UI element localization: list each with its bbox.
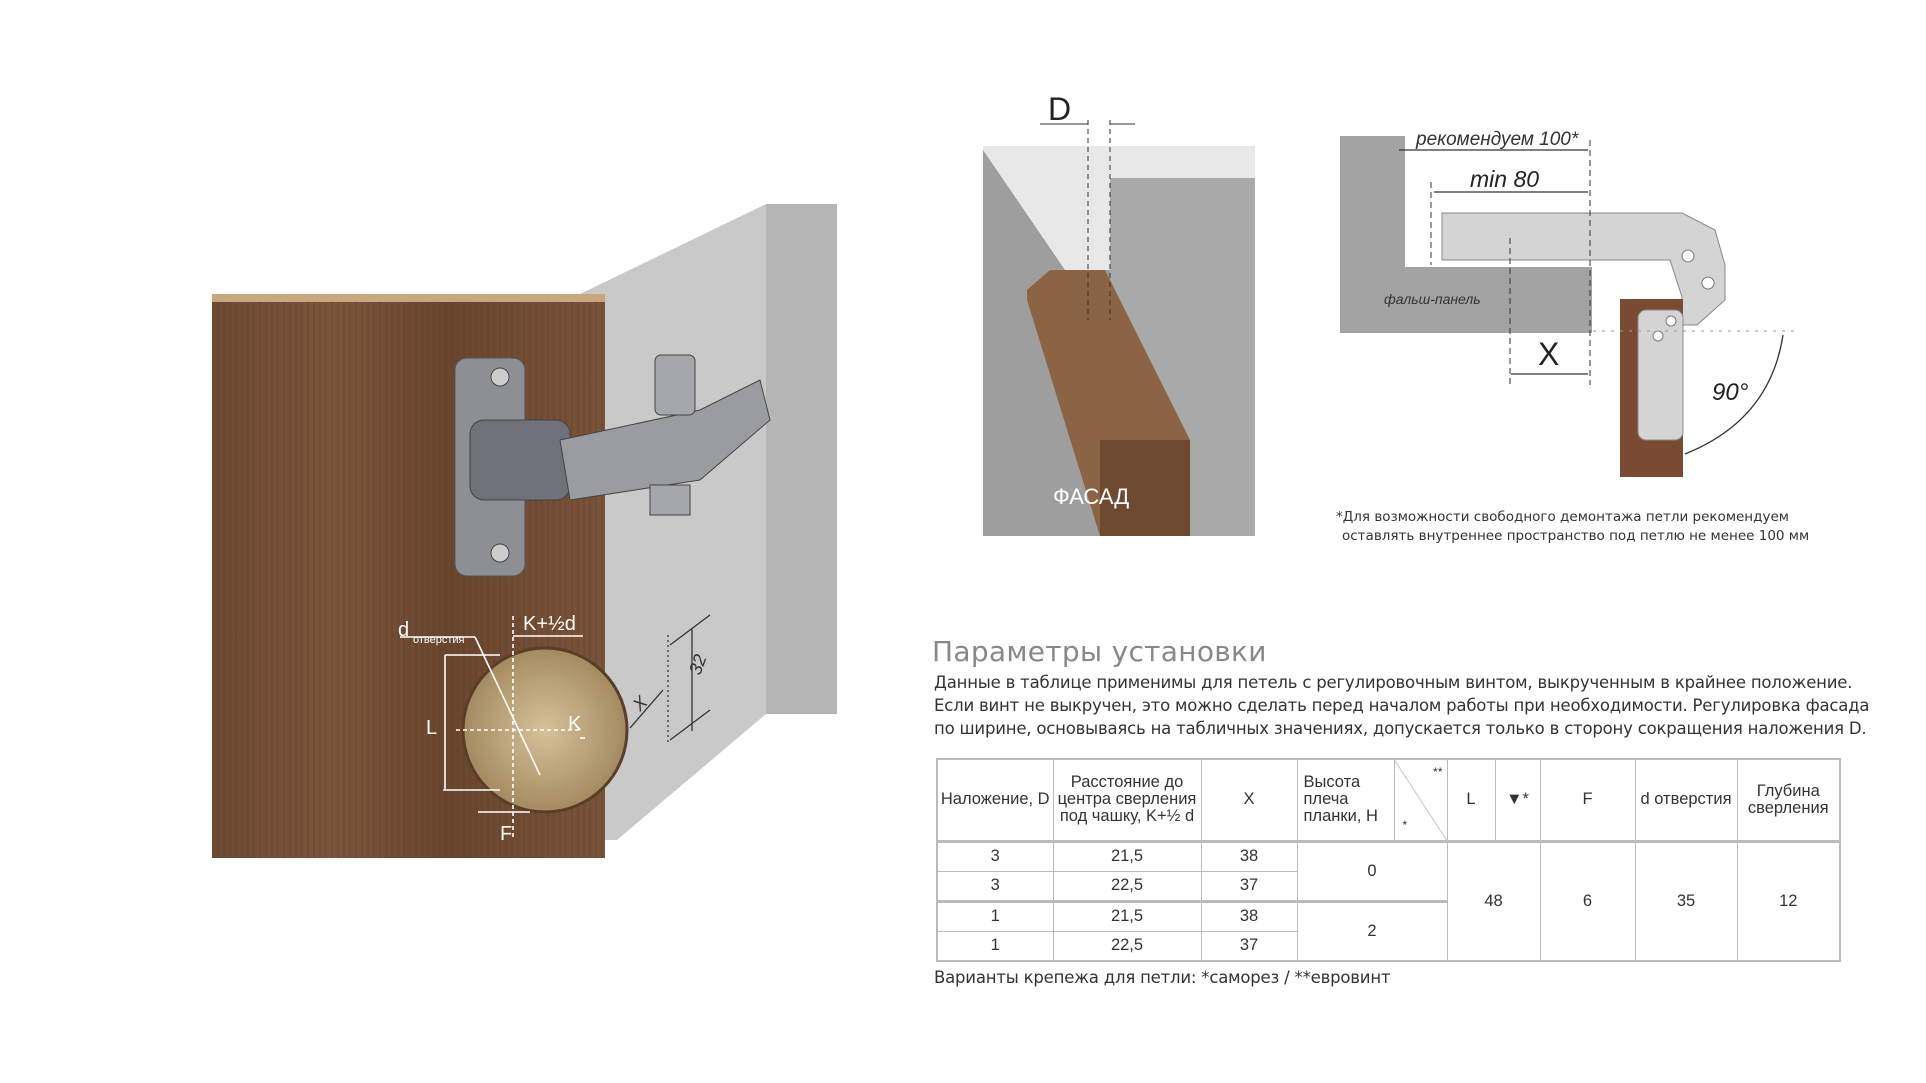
header-l: L (1446, 758, 1496, 843)
table-row: 3 21,5 38 0 48 6 35 12 (936, 840, 1841, 962)
cell-x: 38 (1200, 840, 1298, 872)
header-fastener-split: ** * (1393, 758, 1448, 843)
table-row: 1 22,5 37 (936, 930, 1840, 962)
cell-h: 2 (1296, 900, 1448, 962)
footnote-line-1: *Для возможности свободного демонтажа пе… (1336, 509, 1789, 525)
description-line-3: по ширине, основываясь на табличных знач… (934, 719, 1867, 738)
cell-depth: 12 (1736, 840, 1841, 962)
fastener-note: Варианты крепежа для петли: *саморез / *… (934, 968, 1391, 987)
header-depth: Глубина сверления (1736, 758, 1841, 843)
label-d-overlay: D (1048, 91, 1071, 127)
header-height: Высота плеча планки, H (1296, 758, 1395, 843)
label-l: L (426, 717, 437, 739)
cell-f: 6 (1539, 840, 1636, 962)
cell-k: 21,5 (1052, 840, 1202, 872)
hinge-installation-figure: d отверстия K+½d K L F 32 X (212, 204, 837, 858)
header-screw: ▼* (1494, 758, 1541, 843)
cell-d: 1 (936, 930, 1054, 962)
label-x-clearance: X (1538, 336, 1559, 372)
cell-x: 37 (1200, 930, 1298, 962)
cell-k: 22,5 (1052, 930, 1202, 962)
cell-hole-d: 35 (1634, 840, 1738, 962)
clearance-footnote: *Для возможности свободного демонтажа пе… (1336, 508, 1809, 546)
label-f: F (500, 823, 512, 845)
overlay-figure: D ФАСАД (983, 91, 1255, 536)
header-x: X (1200, 758, 1298, 843)
section-title: Параметры установки (932, 635, 1267, 668)
cell-d: 3 (936, 870, 1054, 902)
header-f: F (1539, 758, 1636, 843)
cell-l: 48 (1446, 840, 1541, 962)
installation-parameters-table: Наложение, D Расстояние до центра сверле… (936, 758, 1841, 962)
cell-k: 21,5 (1052, 900, 1202, 932)
label-k-half-d: K+½d (523, 613, 576, 635)
label-min-80: min 80 (1470, 166, 1539, 192)
label-d: d (398, 619, 409, 641)
euro-screw-icon: ** (1433, 765, 1443, 779)
label-d-sub: отверстия (413, 634, 465, 646)
wood-screw-icon: * (1402, 817, 1408, 832)
cell-h: 0 (1296, 840, 1448, 903)
header-d: d отверстия (1634, 758, 1738, 843)
cell-d: 1 (936, 900, 1054, 932)
description-line-1: Данные в таблице применимы для петель с … (934, 673, 1853, 692)
label-angle: 90° (1712, 379, 1749, 406)
header-overlay: Наложение, D (936, 758, 1054, 843)
wood-screw-icon: ▼ (1506, 790, 1523, 809)
table-row: 1 21,5 38 2 (936, 900, 1840, 962)
description-line-2: Если винт не выкручен, это можно сделать… (934, 696, 1870, 715)
clearance-diagram: рекомендуем 100* min 80 фальш-панель X 9… (1340, 129, 1800, 477)
label-k: K (568, 713, 582, 735)
cell-x: 37 (1200, 870, 1298, 902)
label-recommend-100: рекомендуем 100* (1415, 129, 1579, 150)
label-false-panel: фальш-панель (1384, 291, 1481, 307)
screw-mark: * (1522, 790, 1529, 809)
header-distance: Расстояние до центра сверления под чашку… (1052, 758, 1202, 843)
label-facade: ФАСАД (1053, 484, 1129, 509)
cell-x: 38 (1200, 900, 1298, 932)
cell-k: 22,5 (1052, 870, 1202, 902)
table-header-row: Наложение, D Расстояние до центра сверле… (936, 758, 1841, 843)
cell-d: 3 (936, 840, 1054, 872)
footnote-line-2: оставлять внутреннее пространство под пе… (1342, 528, 1810, 544)
hinge-icon (454, 354, 771, 577)
